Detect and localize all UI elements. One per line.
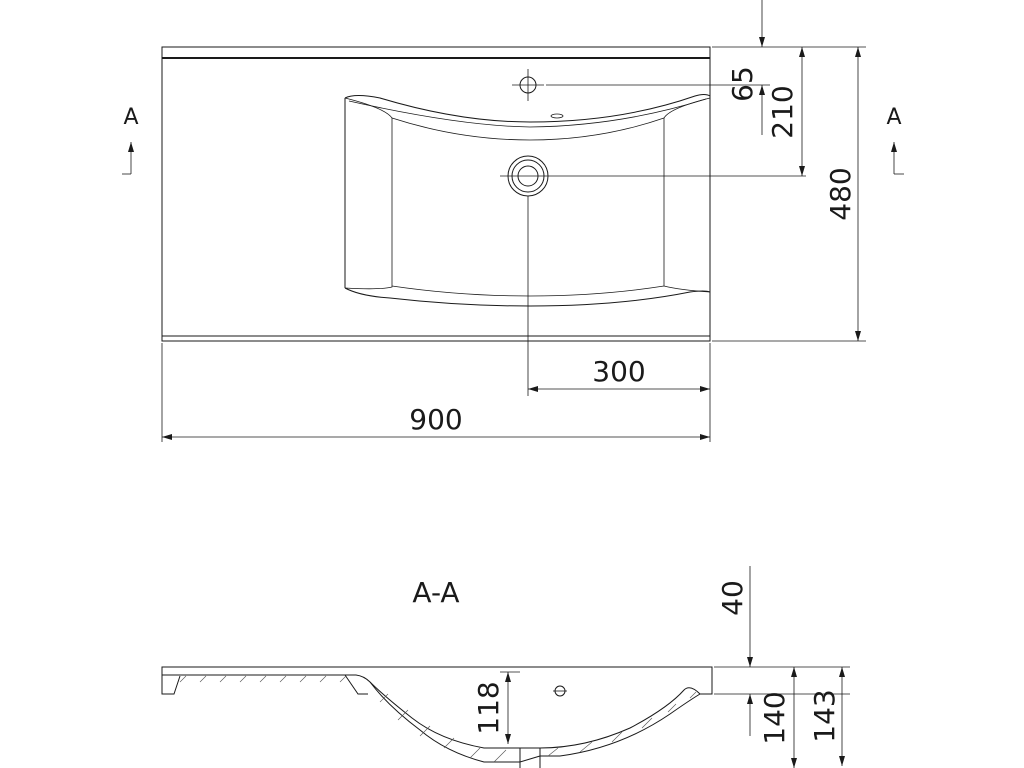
dim-width: 900: [409, 403, 462, 436]
drain-hole: [500, 155, 556, 197]
plan-view: 65 210 480 300 900 A A: [122, 0, 904, 442]
section-hatch: [179, 675, 697, 763]
section-drain: [553, 685, 567, 697]
dim-depth: 480: [824, 167, 857, 220]
section-marker-right: A: [886, 105, 904, 175]
overflow-slot: [550, 113, 564, 119]
dim-drain-from-back: 210: [766, 85, 799, 138]
svg-text:A: A: [123, 105, 138, 130]
dim-top-thickness: 40: [716, 580, 749, 616]
section-view: A-A: [161, 566, 850, 768]
section-profile: [161, 666, 713, 749]
section-marker-left: A: [122, 105, 139, 175]
svg-text:A: A: [886, 105, 901, 130]
dim-tap-hole-offset: 65: [726, 66, 759, 102]
dim-bowl-depth: 118: [472, 681, 505, 734]
dim-drain-from-side: 300: [592, 355, 645, 388]
section-title: A-A: [412, 576, 459, 609]
tap-hole: [512, 69, 544, 101]
bowl-outline: [344, 94, 711, 123]
basin-outline: [161, 46, 711, 342]
dim-inner-height: 140: [758, 691, 791, 744]
dim-total-height: 143: [808, 689, 841, 742]
